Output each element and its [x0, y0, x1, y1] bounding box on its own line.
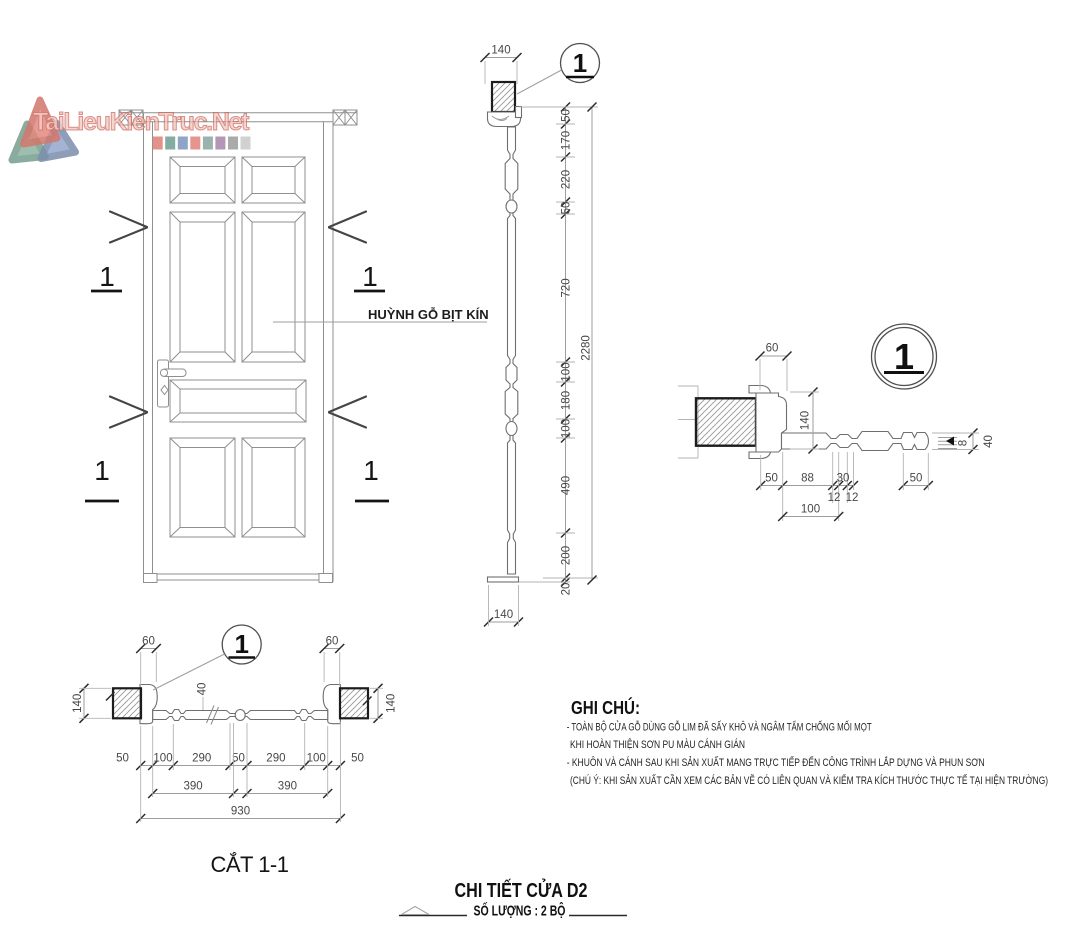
door-elevation: 1 1 1 1 HUỲNH GỖ BỊT KÍN [85, 109, 489, 583]
svg-text:8: 8 [958, 440, 970, 446]
cut-dims-side: 140 140 [72, 683, 398, 724]
svg-text:720: 720 [561, 278, 573, 297]
drawing-title: CHI TIẾT CỬA D2 [455, 878, 588, 902]
plan-detail: 8 60 140 50 88 30 12 12 [678, 323, 995, 522]
svg-text:290: 290 [192, 753, 211, 765]
leaf-plan-profile [780, 430, 930, 452]
note-line-2: KHI HOÀN THIỆN SƠN PU MÀU CÁNH GIÁN [570, 738, 745, 751]
svg-text:140: 140 [494, 609, 513, 621]
svg-text:390: 390 [184, 781, 203, 793]
section-mark-4: 1 [363, 455, 379, 486]
svg-text:390: 390 [278, 781, 297, 793]
brand-text: TaiLieuKienTruc.Net [33, 108, 250, 136]
svg-text:100: 100 [153, 753, 172, 765]
door-foot-left [143, 573, 158, 583]
svg-text:1: 1 [573, 48, 587, 78]
door-foot-right [318, 573, 333, 583]
vsec-dim-top: 140 [479, 45, 523, 84]
notes: GHI CHÚ: - TOÀN BỘ CỬA GỖ DÙNG GỖ LIM ĐÃ… [567, 697, 1048, 787]
frame-head-section [490, 80, 517, 114]
svg-text:40: 40 [983, 435, 995, 448]
vsec-chain: 50 170 220 50 720 100 180 100 490 200 20 [519, 101, 598, 596]
note-line-1: - TOÀN BỘ CỬA GỖ DÙNG GỖ LIM ĐÃ SẤY KHÔ … [567, 720, 872, 734]
door-handle [157, 359, 187, 408]
vsec-dim-bottom: 140 [483, 585, 524, 628]
svg-text:60: 60 [326, 636, 339, 648]
svg-text:12: 12 [846, 492, 859, 504]
wall-left [111, 687, 143, 720]
roof-symbol [399, 905, 431, 915]
logo-squares [152, 136, 251, 150]
logo-triangle-red [20, 96, 61, 148]
svg-text:290: 290 [266, 753, 285, 765]
title-block: CHI TIẾT CỬA D2 SỐ LƯỢNG : 2 BỘ [399, 878, 627, 920]
note-line-3: - KHUÔN VÀ CÁNH SAU KHI SẢN XUẤT MANG TR… [567, 756, 985, 769]
svg-text:100: 100 [561, 419, 573, 438]
keyhole [160, 384, 169, 396]
svg-text:170: 170 [561, 131, 573, 150]
drawing-quantity: SỐ LƯỢNG : 2 BỘ [474, 902, 566, 920]
section-arrows [108, 210, 368, 429]
svg-text:40: 40 [197, 683, 209, 696]
threshold [486, 576, 520, 583]
svg-text:140: 140 [386, 694, 398, 713]
jamb-right-profile [322, 683, 341, 725]
svg-text:50: 50 [351, 753, 364, 765]
svg-text:88: 88 [801, 473, 814, 485]
notes-heading: GHI CHÚ: [571, 697, 640, 718]
svg-text:60: 60 [766, 343, 779, 355]
svg-text:100: 100 [307, 753, 326, 765]
cut-title: CẮT 1-1 [210, 852, 288, 877]
svg-text:50: 50 [232, 753, 245, 765]
lintel-cross-left [118, 109, 144, 126]
vsec-overall: 2280 [581, 101, 598, 586]
svg-text:50: 50 [561, 202, 573, 215]
svg-text:490: 490 [561, 476, 573, 495]
svg-text:200: 200 [561, 546, 573, 565]
svg-text:180: 180 [561, 391, 573, 410]
svg-text:930: 930 [231, 806, 250, 818]
wall-section [694, 397, 758, 447]
detail-bubble: 1 [870, 323, 938, 390]
svg-text:30: 30 [837, 473, 850, 485]
svg-text:50: 50 [765, 473, 778, 485]
svg-text:50: 50 [910, 473, 923, 485]
cut-bubble: 1 [152, 624, 262, 691]
note-line-4: (CHÚ Ý: KHI SẢN XUẤT CẦN XEM CÁC BẢN VẼ … [570, 774, 1048, 787]
panel-label: HUỲNH GỖ BỊT KÍN [368, 307, 489, 322]
section-marks: 1 1 1 1 [85, 261, 389, 503]
svg-text:2280: 2280 [581, 335, 593, 361]
vsec-detail-bubble: 1 [516, 42, 601, 95]
svg-text:50: 50 [116, 753, 129, 765]
svg-text:140: 140 [800, 411, 812, 430]
svg-text:1: 1 [234, 629, 248, 659]
cut-chains: 50 100 290 50 290 100 50 390 390 930 [116, 722, 364, 824]
section-mark-1: 1 [99, 261, 115, 292]
cut-section: 40 60 60 140 140 [72, 624, 398, 877]
svg-text:220: 220 [561, 170, 573, 189]
section-mark-2: 1 [362, 261, 378, 292]
vertical-section: 140 140 50 170 220 [479, 42, 601, 628]
leaf-vertical-profile [504, 126, 519, 575]
svg-text:140: 140 [72, 694, 84, 713]
wall-right [338, 687, 370, 720]
svg-text:100: 100 [801, 504, 820, 516]
detail-dims: 60 140 50 88 30 12 12 50 [754, 343, 995, 522]
svg-text:1: 1 [894, 336, 914, 377]
svg-text:60: 60 [142, 636, 155, 648]
svg-text:12: 12 [828, 492, 841, 504]
svg-text:100: 100 [561, 362, 573, 381]
cut-dims-top: 60 60 [135, 636, 345, 686]
svg-text:20: 20 [561, 583, 573, 596]
watermark-logo: TaiLieuKienTruc.Net [8, 96, 251, 164]
svg-text:50: 50 [561, 109, 573, 122]
lintel-cross-right [332, 109, 358, 126]
section-mark-3: 1 [94, 455, 110, 486]
arrowhead [946, 436, 954, 446]
door-panels [169, 156, 307, 538]
svg-text:140: 140 [491, 45, 510, 57]
